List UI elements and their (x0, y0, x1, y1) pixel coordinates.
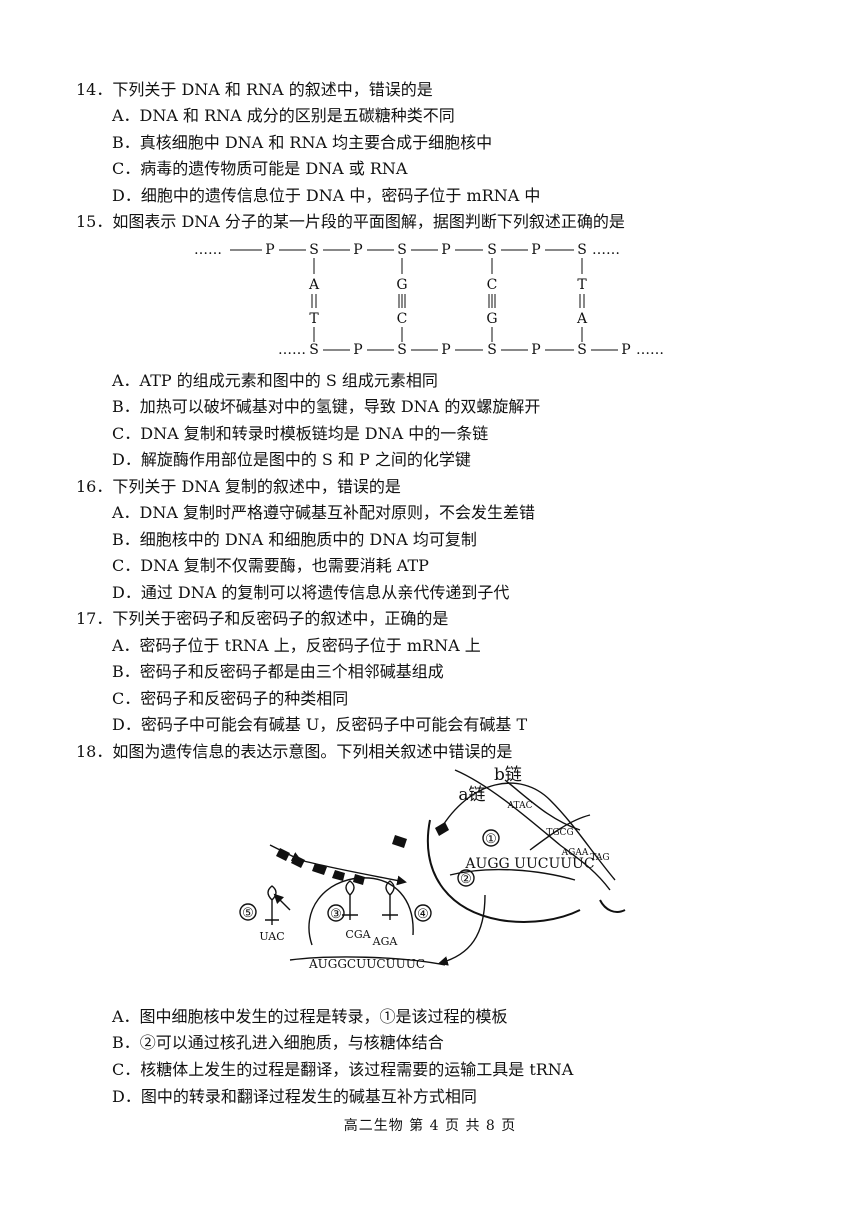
q18-option-d: D．图中的转录和翻译过程发生的碱基互补方式相同 (112, 1087, 477, 1106)
top-ellipsis-right: …… (592, 242, 620, 258)
q17-option-c: C．密码子和反密码子的种类相同 (112, 689, 349, 708)
ribosome-mrna (289, 956, 446, 966)
bottom-base-1: T (309, 311, 319, 327)
q17-option-a: A．密码子位于 tRNA 上，反密码子位于 mRNA 上 (112, 636, 481, 655)
top-s-2: S (397, 242, 407, 258)
bottom-ellipsis: …… (278, 342, 306, 358)
anticodon-1: CGA (345, 928, 371, 941)
q16-option-a: A．DNA 复制时严格遵守碱基互补配对原则，不会发生差错 (112, 503, 536, 522)
q17-stem: 17．下列关于密码子和反密码子的叙述中，正确的是 (76, 609, 449, 628)
free-amino-acid-2 (435, 822, 449, 836)
top-s-1: S (309, 242, 319, 258)
amino-acid-chain (276, 848, 365, 885)
marker-2: ② (460, 872, 472, 887)
bottom-p-1: P (353, 342, 362, 358)
label-a-chain: a链 (458, 785, 485, 805)
q17-option-b: B．密码子和反密码子都是由三个相邻碱基组成 (112, 662, 444, 681)
bottom-base-2: C (397, 311, 408, 327)
helix-letters-right: TAG (590, 853, 609, 863)
q14-stem: 14．下列关于 DNA 和 RNA 的叙述中，错误的是 (76, 80, 433, 99)
q16-stem: 16．下列关于 DNA 复制的叙述中，错误的是 (76, 477, 401, 496)
q16-option-c: C．DNA 复制不仅需要酶，也需要消耗 ATP (112, 556, 429, 575)
q14-option-b: B．真核细胞中 DNA 和 RNA 均主要合成于细胞核中 (112, 133, 493, 152)
top-p-3: P (441, 242, 450, 258)
dna-fragment-diagram: …… P S P S P S P S …… A G C T (194, 242, 664, 358)
top-base-4: T (577, 277, 587, 293)
helix-letters-mid: TGCG (546, 828, 573, 838)
helix-letters-left: ATAC (507, 801, 533, 811)
bottom-ellipsis-right: …… (636, 342, 664, 358)
q14-option-c: C．病毒的遗传物质可能是 DNA 或 RNA (112, 159, 408, 178)
marker-5: ⑤ (242, 906, 254, 921)
top-s-4: S (577, 242, 587, 258)
gene-expression-figure: a链 b链 ATAC TGCG TAG AGAA ① ② ③ ④ ⑤ AUGG … (239, 765, 626, 971)
q16-option-d: D．通过 DNA 的复制可以将遗传信息从亲代传递到子代 (112, 583, 510, 602)
marker-4: ④ (417, 907, 429, 922)
bottom-p-2: P (441, 342, 450, 358)
q15-option-b: B．加热可以破坏碱基对中的氢键，导致 DNA 的双螺旋解开 (112, 397, 541, 416)
q18-option-c: C．核糖体上发生的过程是翻译，该过程需要的运输工具是 tRNA (112, 1060, 574, 1079)
marker-3: ③ (330, 907, 342, 922)
top-p-4: P (531, 242, 540, 258)
top-p-2: P (353, 242, 362, 258)
bottom-base-4: A (576, 311, 588, 327)
q15-option-c: C．DNA 复制和转录时模板链均是 DNA 中的一条链 (112, 424, 489, 443)
helix-letters-low: AGAA (561, 848, 589, 858)
q15-option-a: A．ATP 的组成元素和图中的 S 组成元素相同 (112, 371, 438, 390)
q17-option-d: D．密码子中可能会有碱基 U，反密码子中可能会有碱基 T (112, 715, 528, 734)
q18-stem: 18．如图为遗传信息的表达示意图。下列相关叙述中错误的是 (76, 742, 513, 761)
page-footer: 高二生物 第 4 页 共 8 页 (343, 1118, 517, 1134)
q14-option-a: A．DNA 和 RNA 成分的区别是五碳糖种类不同 (112, 106, 455, 125)
mrna-sequence: AUGG UUCUUUC (464, 856, 594, 872)
bottom-s-3: S (487, 342, 497, 358)
bottom-s-2: S (397, 342, 407, 358)
trna-3 (342, 880, 358, 920)
dna-strand-b (454, 769, 611, 891)
marker-1: ① (485, 832, 497, 847)
q18-option-a: A．图中细胞核中发生的过程是转录，①是该过程的模板 (112, 1007, 508, 1026)
anticodon-2: AGA (372, 935, 399, 948)
bottom-p-4: P (621, 342, 630, 358)
q16-option-b: B．细胞核中的 DNA 和细胞质中的 DNA 均可复制 (112, 530, 477, 549)
q18-option-b: B．②可以通过核孔进入细胞质，与核糖体结合 (112, 1033, 444, 1052)
bottom-p-3: P (531, 342, 540, 358)
trna-5 (265, 885, 279, 925)
nuclear-envelope (426, 819, 581, 923)
q14-option-d: D．细胞中的遗传信息位于 DNA 中，密码子位于 mRNA 中 (112, 186, 541, 205)
bottom-s-1: S (309, 342, 319, 358)
top-base-1: A (308, 277, 320, 293)
bottom-s-4: S (577, 342, 587, 358)
top-ellipsis: …… (194, 242, 222, 258)
mrna-strand (449, 868, 576, 881)
top-base-2: G (396, 277, 407, 293)
bottom-base-3: G (486, 311, 497, 327)
q15-option-d: D．解旋酶作用部位是图中的 S 和 P 之间的化学键 (112, 450, 471, 469)
dna-strand-a (439, 782, 616, 881)
ribosome-sequence: AUGGCUUCUUUC (308, 957, 425, 971)
trna-4 (382, 880, 398, 920)
transport-arrow (438, 894, 486, 966)
q15-stem: 15．如图表示 DNA 分子的某一片段的平面图解，据图判断下列叙述正确的是 (76, 212, 625, 231)
top-p-1: P (265, 242, 274, 258)
free-amino-acid-1 (392, 835, 407, 848)
label-b-chain: b链 (494, 765, 522, 785)
top-base-3: C (487, 277, 498, 293)
top-s-3: S (487, 242, 497, 258)
anticodon-5: UAC (259, 930, 284, 943)
